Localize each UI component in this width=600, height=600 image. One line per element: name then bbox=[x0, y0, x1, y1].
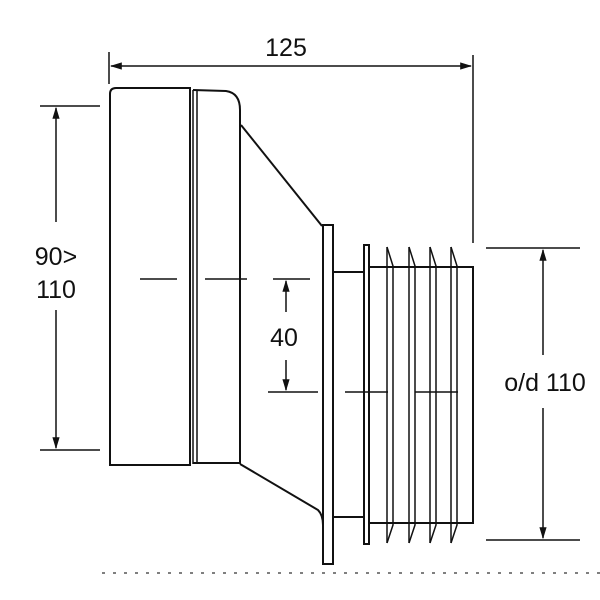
connector-body bbox=[109, 87, 474, 565]
offset-dimension: 40 bbox=[140, 278, 458, 393]
overall-length-label: 125 bbox=[265, 34, 307, 62]
overall-length-dimension: 125 bbox=[108, 34, 474, 243]
inlet-range-label-2: 110 bbox=[36, 276, 76, 304]
inlet-range-label-1: 90> bbox=[35, 243, 77, 271]
offset-label: 40 bbox=[270, 324, 298, 352]
inlet-range-dimension: 90> 110 bbox=[35, 105, 100, 451]
spigot-fins bbox=[386, 246, 458, 544]
outlet-diameter-dimension: o/d 110 bbox=[486, 247, 586, 541]
outlet-diameter-label: o/d 110 bbox=[504, 369, 586, 397]
